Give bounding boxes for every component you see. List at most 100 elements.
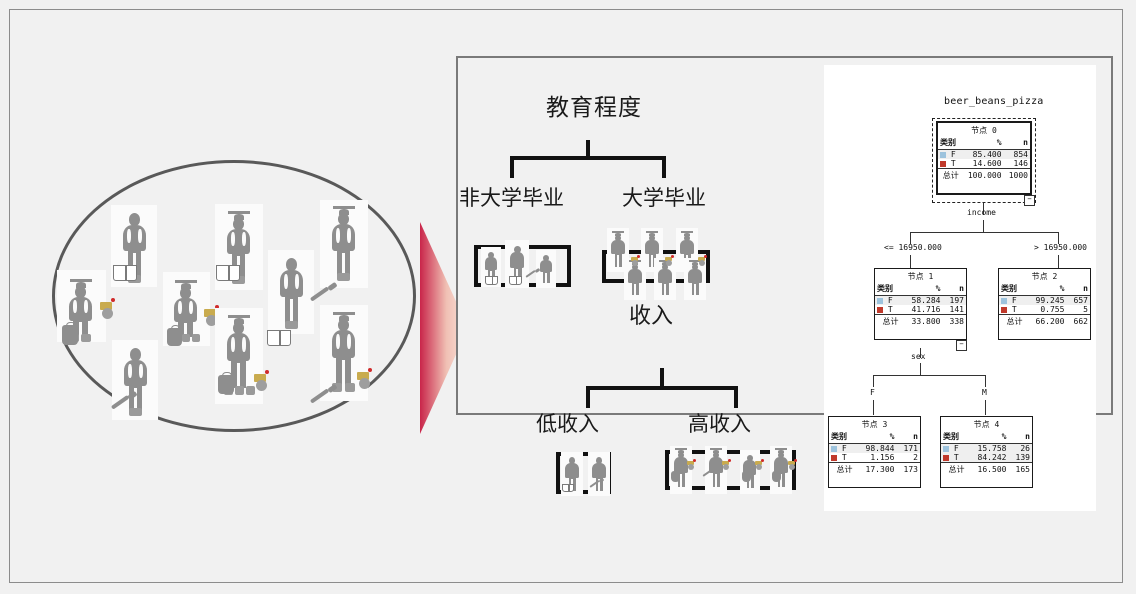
col-category: 类别 bbox=[829, 431, 855, 444]
col-n: n bbox=[942, 283, 966, 296]
table-total-row: 总计 100.000 1000 bbox=[938, 168, 1030, 181]
col-percent: % bbox=[1024, 283, 1067, 296]
high-income-sample-box bbox=[665, 450, 796, 490]
graduation-cap-icon bbox=[175, 280, 197, 289]
hammer-icon bbox=[589, 477, 605, 492]
col-n: n bbox=[1066, 283, 1090, 296]
briefcase-icon bbox=[742, 469, 751, 482]
node-3-row-1-n: 2 bbox=[913, 453, 918, 462]
node-2-total-label: 总计 bbox=[999, 314, 1025, 327]
money-icon bbox=[357, 368, 375, 389]
node-4-row-0-n: 26 bbox=[1008, 443, 1032, 453]
node-4[interactable]: 节点 4 类别 % n F 15.758 26 T 84.242 139 bbox=[940, 416, 1033, 488]
node-3-row-1-cat: T bbox=[841, 453, 847, 462]
node-2-total-pct: 66.200 bbox=[1024, 314, 1067, 327]
col-category: 类别 bbox=[941, 431, 967, 444]
book-icon bbox=[113, 265, 137, 281]
table-header-row: 类别 % n bbox=[941, 431, 1032, 444]
node-3-total-n: 173 bbox=[896, 462, 920, 475]
table-row: F 15.758 26 bbox=[941, 443, 1032, 453]
node-0-row-0-n: 854 bbox=[1003, 149, 1030, 159]
book-icon bbox=[562, 484, 574, 492]
legend-swatch-t bbox=[943, 454, 949, 461]
node-0-collapse-button[interactable]: − bbox=[1024, 195, 1035, 206]
node-0-table: 类别 % n F 85.400 854 T 14.600 146 总计 bbox=[938, 137, 1030, 181]
node-4-total-pct: 16.500 bbox=[966, 462, 1009, 475]
node-1[interactable]: 节点 1 类别 % n F 58.284 197 T 41.716 141 bbox=[874, 268, 967, 340]
node-3[interactable]: 节点 3 类别 % n F 98.844 171 T 1.156 2 bbox=[828, 416, 921, 488]
node-2-row-0-n: 657 bbox=[1066, 295, 1090, 305]
col-percent: % bbox=[966, 431, 1009, 444]
graduation-cap-icon bbox=[710, 448, 722, 453]
tree-edge bbox=[920, 348, 921, 358]
money-icon bbox=[722, 459, 732, 470]
book-icon bbox=[509, 276, 522, 285]
legend-swatch-t bbox=[940, 160, 946, 167]
person-figure bbox=[215, 308, 263, 404]
money-icon bbox=[100, 298, 118, 319]
node-0-row-1-pct: 14.600 bbox=[972, 159, 1002, 168]
split-variable-sex: sex bbox=[911, 352, 926, 361]
graduation-cap-icon bbox=[646, 231, 658, 236]
node-3-title: 节点 3 bbox=[861, 420, 888, 429]
table-header-row: 类别 % n bbox=[999, 283, 1090, 296]
node-3-table: 类别 % n F 98.844 171 T 1.156 2 总计 bbox=[829, 431, 920, 475]
node-4-total-label: 总计 bbox=[941, 462, 967, 475]
node-2-row-0-pct: 99.245 bbox=[1024, 295, 1067, 305]
tree-edge bbox=[910, 232, 911, 244]
node-1-row-0-cat: F bbox=[887, 296, 893, 305]
mini-person-figure bbox=[770, 446, 792, 494]
money-icon bbox=[631, 255, 641, 266]
node-1-row-1-pct: 41.716 bbox=[911, 305, 941, 314]
money-icon bbox=[254, 370, 272, 391]
node-1-total-pct: 33.800 bbox=[900, 314, 943, 327]
node-0-total-label: 总计 bbox=[938, 168, 961, 181]
slide-frame bbox=[9, 9, 1123, 583]
node-4-total-n: 165 bbox=[1008, 462, 1032, 475]
node-2[interactable]: 节点 2 类别 % n F 99.245 657 T 0.755 5 bbox=[998, 268, 1091, 340]
person-figure bbox=[268, 250, 314, 334]
node-3-total-pct: 17.300 bbox=[854, 462, 897, 475]
node-0-row-0-pct: 85.400 bbox=[960, 149, 1004, 159]
node-1-row-0-n: 197 bbox=[942, 295, 966, 305]
table-row: T 0.755 5 bbox=[999, 305, 1090, 315]
table-row: F 98.844 171 bbox=[829, 443, 920, 453]
tree-edge bbox=[985, 375, 986, 387]
graduation-cap-icon bbox=[681, 231, 693, 236]
money-icon bbox=[788, 459, 798, 470]
node-1-row-1-n: 141 bbox=[949, 305, 964, 314]
table-row: F 85.400 854 bbox=[938, 149, 1030, 159]
table-row: T 14.600 146 bbox=[938, 159, 1030, 169]
money-icon bbox=[698, 255, 708, 266]
tree-edge bbox=[983, 203, 984, 215]
tree-edge bbox=[873, 400, 874, 415]
node-3-row-1-pct: 1.156 bbox=[870, 453, 895, 462]
tree-edge bbox=[910, 232, 1058, 233]
node-0[interactable]: 节点 0 类别 % n F 85.400 854 T 14.600 146 bbox=[936, 121, 1032, 195]
node-1-total-n: 338 bbox=[942, 314, 966, 327]
tree-edge bbox=[1058, 232, 1059, 244]
col-n: n bbox=[1003, 137, 1030, 150]
graduation-cap-icon bbox=[333, 312, 355, 321]
graduation-cap-icon bbox=[675, 448, 687, 453]
book-icon bbox=[216, 265, 240, 281]
node-2-total-n: 662 bbox=[1066, 314, 1090, 327]
legend-swatch-f bbox=[1001, 297, 1007, 304]
table-row: T 1.156 2 bbox=[829, 453, 920, 463]
education-title: 教育程度 bbox=[546, 95, 642, 121]
node-1-row-0-pct: 58.284 bbox=[900, 295, 943, 305]
table-total-row: 总计 33.800 338 bbox=[875, 314, 966, 327]
tree-edge bbox=[910, 255, 911, 268]
table-row: F 58.284 197 bbox=[875, 295, 966, 305]
edge-label-left-2: F bbox=[870, 388, 875, 397]
hammer-icon bbox=[309, 383, 338, 410]
transition-arrow bbox=[420, 222, 468, 434]
legend-swatch-f bbox=[877, 297, 883, 304]
legend-swatch-t bbox=[831, 454, 837, 461]
briefcase-icon bbox=[218, 371, 234, 394]
person-figure bbox=[163, 272, 210, 346]
node-1-collapse-button[interactable]: − bbox=[956, 340, 967, 351]
node-2-title: 节点 2 bbox=[1031, 272, 1058, 281]
node-3-row-0-n: 171 bbox=[896, 443, 920, 453]
